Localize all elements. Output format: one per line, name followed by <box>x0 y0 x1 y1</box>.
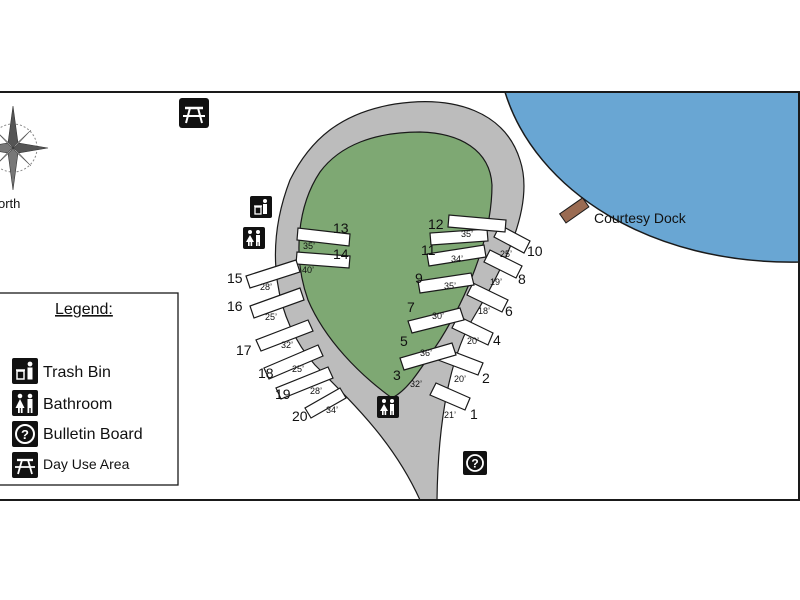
day-use-area-icon <box>12 452 38 478</box>
campsite-number: 18 <box>258 365 274 381</box>
trash-bin-icon <box>12 358 38 384</box>
campsite-pad <box>263 344 324 380</box>
svg-text:?: ? <box>21 427 29 442</box>
campsite-pad <box>249 287 305 319</box>
campsite-number: 10 <box>527 243 543 259</box>
campsite-pad <box>245 259 301 289</box>
campsite-number: 17 <box>236 342 252 358</box>
campsite-number: 2 <box>482 370 490 386</box>
campsite-length: 18’ <box>478 306 490 316</box>
campsite-length: 21’ <box>444 410 456 420</box>
campsite-pad <box>255 319 314 352</box>
campsite-number: 5 <box>400 333 408 349</box>
campsite-pad <box>417 272 475 294</box>
campsite-number: 7 <box>407 299 415 315</box>
campsite-number: 1 <box>470 406 478 422</box>
campsite-length: 35’ <box>303 241 315 251</box>
campsite-number: 6 <box>505 303 513 319</box>
campsite-number: 15 <box>227 270 243 286</box>
campsite-length: 32’ <box>281 340 293 350</box>
campsite-pad <box>399 342 457 371</box>
campsite-length: 25’ <box>500 249 512 259</box>
campsite-number: 3 <box>393 367 401 383</box>
campsite-length: 20’ <box>467 336 479 346</box>
campsite-length: 35’ <box>444 281 456 291</box>
courtesy-dock <box>558 197 590 224</box>
campsite-length: 36’ <box>420 348 432 358</box>
infield-green <box>298 131 493 399</box>
legend-item-label: Day Use Area <box>43 456 130 472</box>
courtesy-dock-label: Courtesy Dock <box>594 210 687 226</box>
campsite-pad <box>466 282 509 313</box>
campsite-number: 12 <box>428 216 444 232</box>
campsite-length: 20’ <box>454 374 466 384</box>
bulletin-board-icon: ? <box>12 421 38 447</box>
campsite-pad <box>275 366 334 400</box>
campsite-length: 28’ <box>260 282 272 292</box>
campsite-number: 9 <box>415 270 423 286</box>
campsite-length: 28’ <box>310 386 322 396</box>
legend-item-label: Bulletin Board <box>43 426 143 443</box>
campsite-length: 35’ <box>461 229 473 239</box>
campsite-length: 34’ <box>326 405 338 415</box>
campsite-number: 14 <box>333 246 349 262</box>
campsite-number: 20 <box>292 408 308 424</box>
campsite-pad <box>304 387 347 419</box>
campsite-length: 32’ <box>410 379 422 389</box>
campsite-pad <box>483 249 523 279</box>
campsite-number: 16 <box>227 298 243 314</box>
bathroom-icon <box>377 396 399 418</box>
campsite-number: 8 <box>518 271 526 287</box>
campsite-length: 19’ <box>490 277 502 287</box>
trash-bin-icon <box>250 196 272 218</box>
legend-item-label: Bathroom <box>43 396 112 413</box>
campsite-pad <box>407 307 465 334</box>
compass-rose-icon <box>0 105 49 191</box>
day-use-area-icon <box>179 98 209 128</box>
legend: Legend: Trash Bin Bathroom <box>0 292 179 486</box>
svg-text:?: ? <box>471 457 478 471</box>
campsite-pad <box>447 214 507 233</box>
campsite-length: 30’ <box>432 311 444 321</box>
lake <box>504 92 800 263</box>
campsite-pad <box>296 227 351 247</box>
bathroom-icon <box>12 390 38 416</box>
bathroom-icon <box>243 227 265 249</box>
campsite-length: 34’ <box>451 254 463 264</box>
campsite-pad <box>429 382 471 411</box>
campsite-number: 19 <box>275 386 291 402</box>
campsite-length: 25’ <box>265 312 277 322</box>
campsite-pad <box>426 244 487 267</box>
bulletin-board-icon: ? <box>463 451 487 475</box>
campsite-pads: 1 21’ 2 20’ 3 32’ 4 20’ 5 36’ 6 18’ 7 30’ 8 19’ 9 35’ 10 25… <box>227 214 543 424</box>
campsite-length: 40’ <box>302 265 314 275</box>
legend-item-label: Trash Bin <box>43 364 111 381</box>
campsite-number: 4 <box>493 332 501 348</box>
campsite-number: 13 <box>333 220 349 236</box>
campsite-length: 25’ <box>292 364 304 374</box>
legend-title: Legend: <box>55 301 113 318</box>
campsite-number: 11 <box>421 242 436 258</box>
compass-north-label: orth <box>0 196 20 211</box>
